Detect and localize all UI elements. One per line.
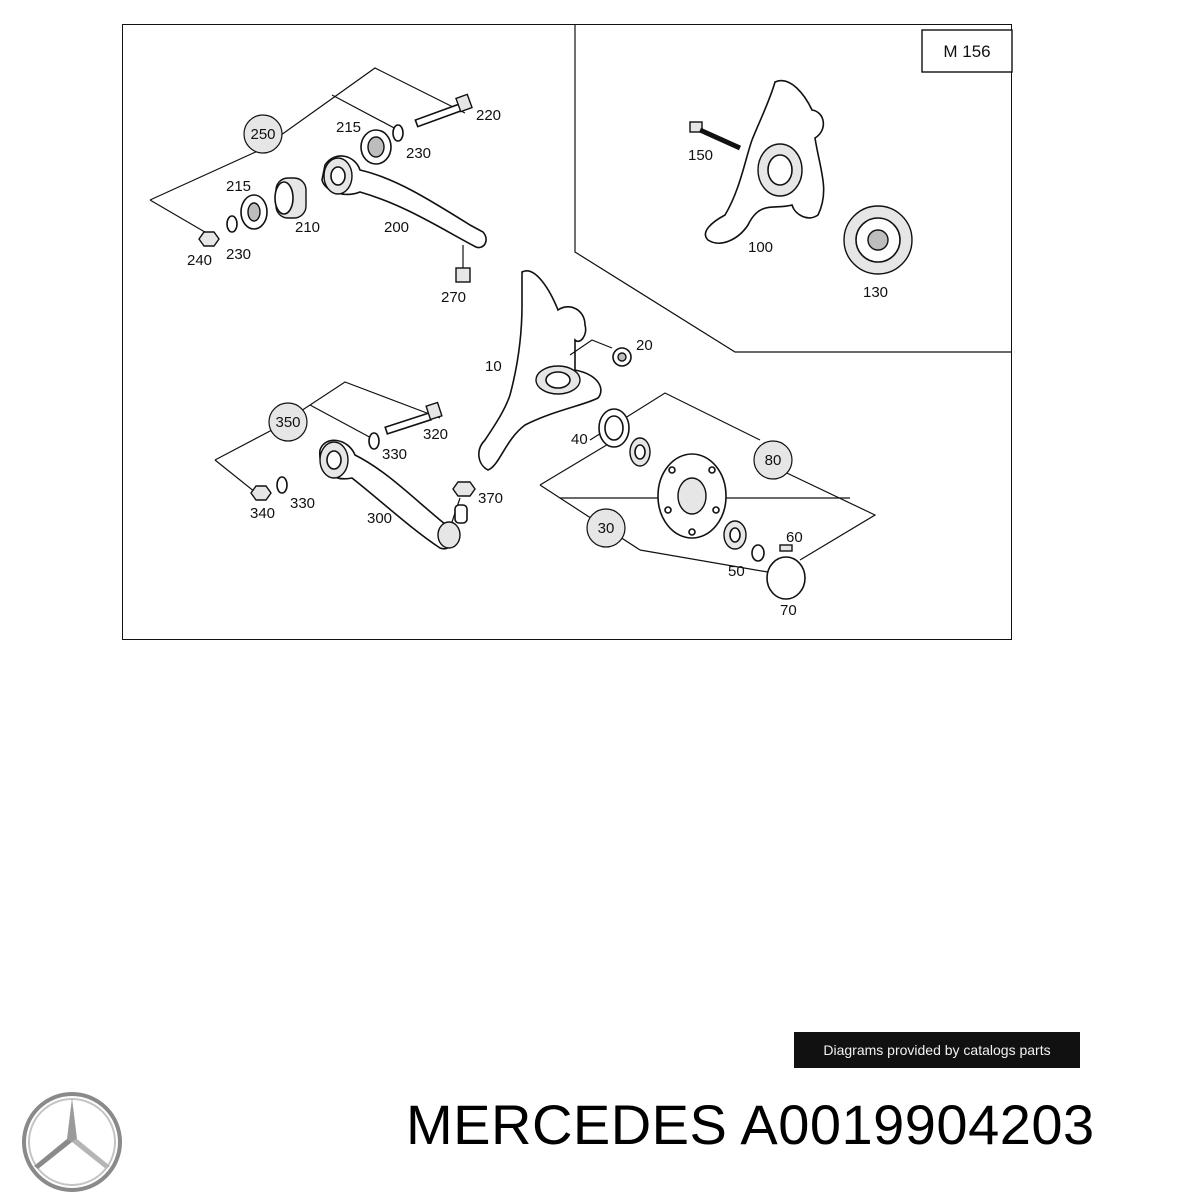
callout-10: 10 <box>485 358 502 375</box>
inset-parts[interactable]: 150 100 130 <box>688 79 913 301</box>
steering-knuckle-group[interactable]: 10 20 <box>478 270 653 471</box>
callout-320: 320 <box>423 426 448 443</box>
callout-230-lower: 230 <box>226 246 251 263</box>
callout-240: 240 <box>187 252 212 269</box>
part-title: MERCEDES A0019904203 <box>406 1093 1095 1156</box>
callout-330-upper: 330 <box>382 446 407 463</box>
callout-215-upper: 215 <box>336 119 361 136</box>
callout-330-lower: 330 <box>290 495 315 512</box>
callout-250: 250 <box>250 126 275 143</box>
callout-70: 70 <box>780 602 797 619</box>
lower-arm-group[interactable]: 350 320 330 300 330 340 <box>214 381 503 550</box>
variant-label: M 156 <box>943 42 990 61</box>
callout-210: 210 <box>295 219 320 236</box>
wheel-hub-group[interactable]: 80 30 40 50 60 <box>539 392 877 619</box>
callout-20: 20 <box>636 337 653 354</box>
callout-130: 130 <box>863 284 888 301</box>
upper-arm-group[interactable]: 250 220 230 215 200 210 215 <box>149 67 501 306</box>
mercedes-star-icon <box>22 1092 122 1192</box>
callout-340: 340 <box>250 505 275 522</box>
brand-row: MERCEDES A0019904203 <box>0 1080 1200 1192</box>
callout-350: 350 <box>275 414 300 431</box>
callout-100: 100 <box>748 239 773 256</box>
callout-270: 270 <box>441 289 466 306</box>
variant-inset-panel: M 156 <box>574 25 1013 353</box>
callout-220: 220 <box>476 107 501 124</box>
watermark-badge: Diagrams provided by catalogs parts <box>794 1032 1080 1068</box>
callout-30: 30 <box>598 520 615 537</box>
callout-40: 40 <box>571 431 588 448</box>
callout-215-lower: 215 <box>226 178 251 195</box>
callout-50: 50 <box>728 563 745 580</box>
callout-300: 300 <box>367 510 392 527</box>
callout-60: 60 <box>786 529 803 546</box>
callout-230-upper: 230 <box>406 145 431 162</box>
callout-370: 370 <box>478 490 503 507</box>
callout-150: 150 <box>688 147 713 164</box>
parts-diagram-frame <box>122 24 1012 640</box>
callout-80: 80 <box>765 452 782 469</box>
callout-200: 200 <box>384 219 409 236</box>
